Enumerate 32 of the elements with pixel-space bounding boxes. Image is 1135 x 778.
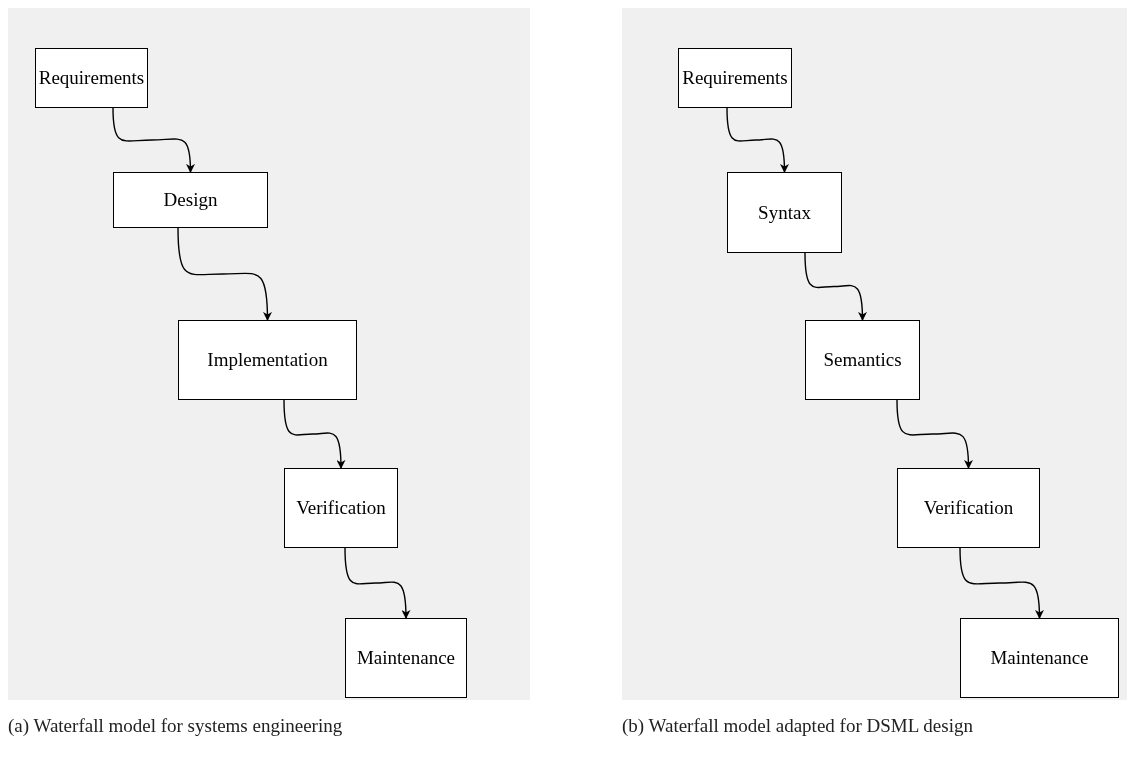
panel-background bbox=[8, 8, 530, 700]
process-box bbox=[345, 618, 467, 698]
box-label: Semantics bbox=[823, 349, 902, 371]
box-label: Maintenance bbox=[990, 647, 1089, 669]
box-label: Verification bbox=[296, 497, 386, 519]
curved-arrow bbox=[959, 547, 1044, 619]
process-box bbox=[960, 618, 1119, 698]
process-box bbox=[284, 468, 398, 548]
curved-arrow bbox=[344, 547, 411, 619]
curved-arrow bbox=[283, 399, 346, 469]
process-box bbox=[727, 172, 842, 253]
process-box bbox=[805, 320, 920, 400]
box-label: Verification bbox=[923, 497, 1014, 519]
curved-arrow bbox=[177, 227, 272, 321]
curved-arrow bbox=[726, 107, 789, 173]
process-box bbox=[178, 320, 357, 400]
figure-caption: (a) Waterfall model for systems engineering bbox=[8, 715, 343, 737]
figure-caption: (b) Waterfall model adapted for DSML design bbox=[622, 715, 973, 737]
process-box bbox=[113, 172, 268, 228]
box-label: Syntax bbox=[758, 201, 811, 224]
box-label: Implementation bbox=[207, 349, 328, 371]
process-box bbox=[678, 48, 792, 108]
curved-arrow bbox=[112, 107, 195, 173]
box-label: Requirements bbox=[682, 67, 788, 89]
process-box bbox=[35, 48, 148, 108]
box-label: Requirements bbox=[38, 67, 145, 89]
curved-arrow bbox=[896, 399, 973, 469]
box-label: Maintenance bbox=[356, 647, 456, 669]
process-box bbox=[897, 468, 1040, 548]
panel-background bbox=[622, 8, 1127, 700]
curved-arrow bbox=[804, 252, 867, 321]
box-label: Design bbox=[163, 189, 218, 211]
